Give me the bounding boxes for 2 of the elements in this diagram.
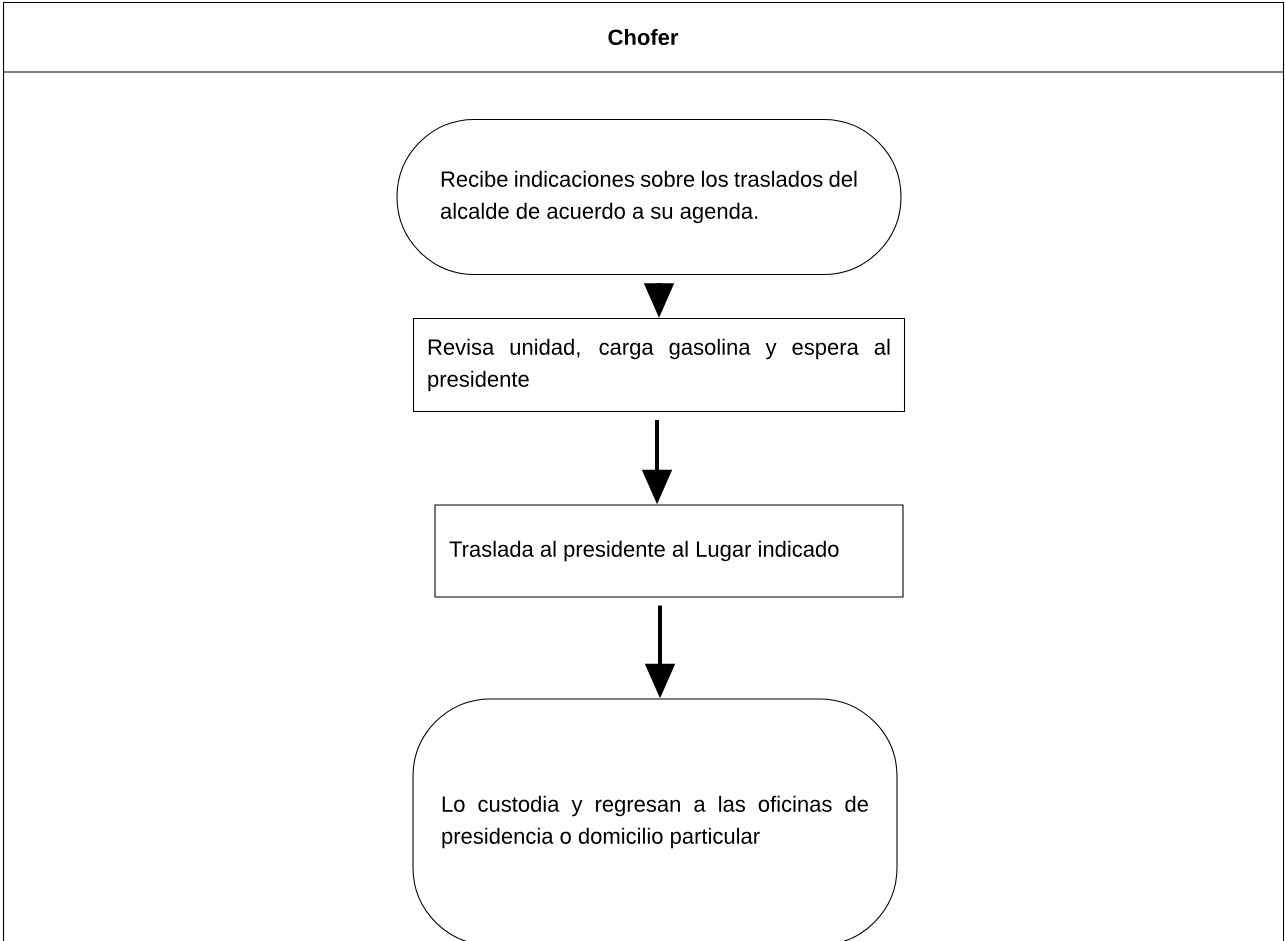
process-box: Traslada al presidente al Lugar indicado <box>434 504 904 598</box>
process-box: Revisa unidad, carga gasolina y espera al presidente <box>412 317 906 413</box>
